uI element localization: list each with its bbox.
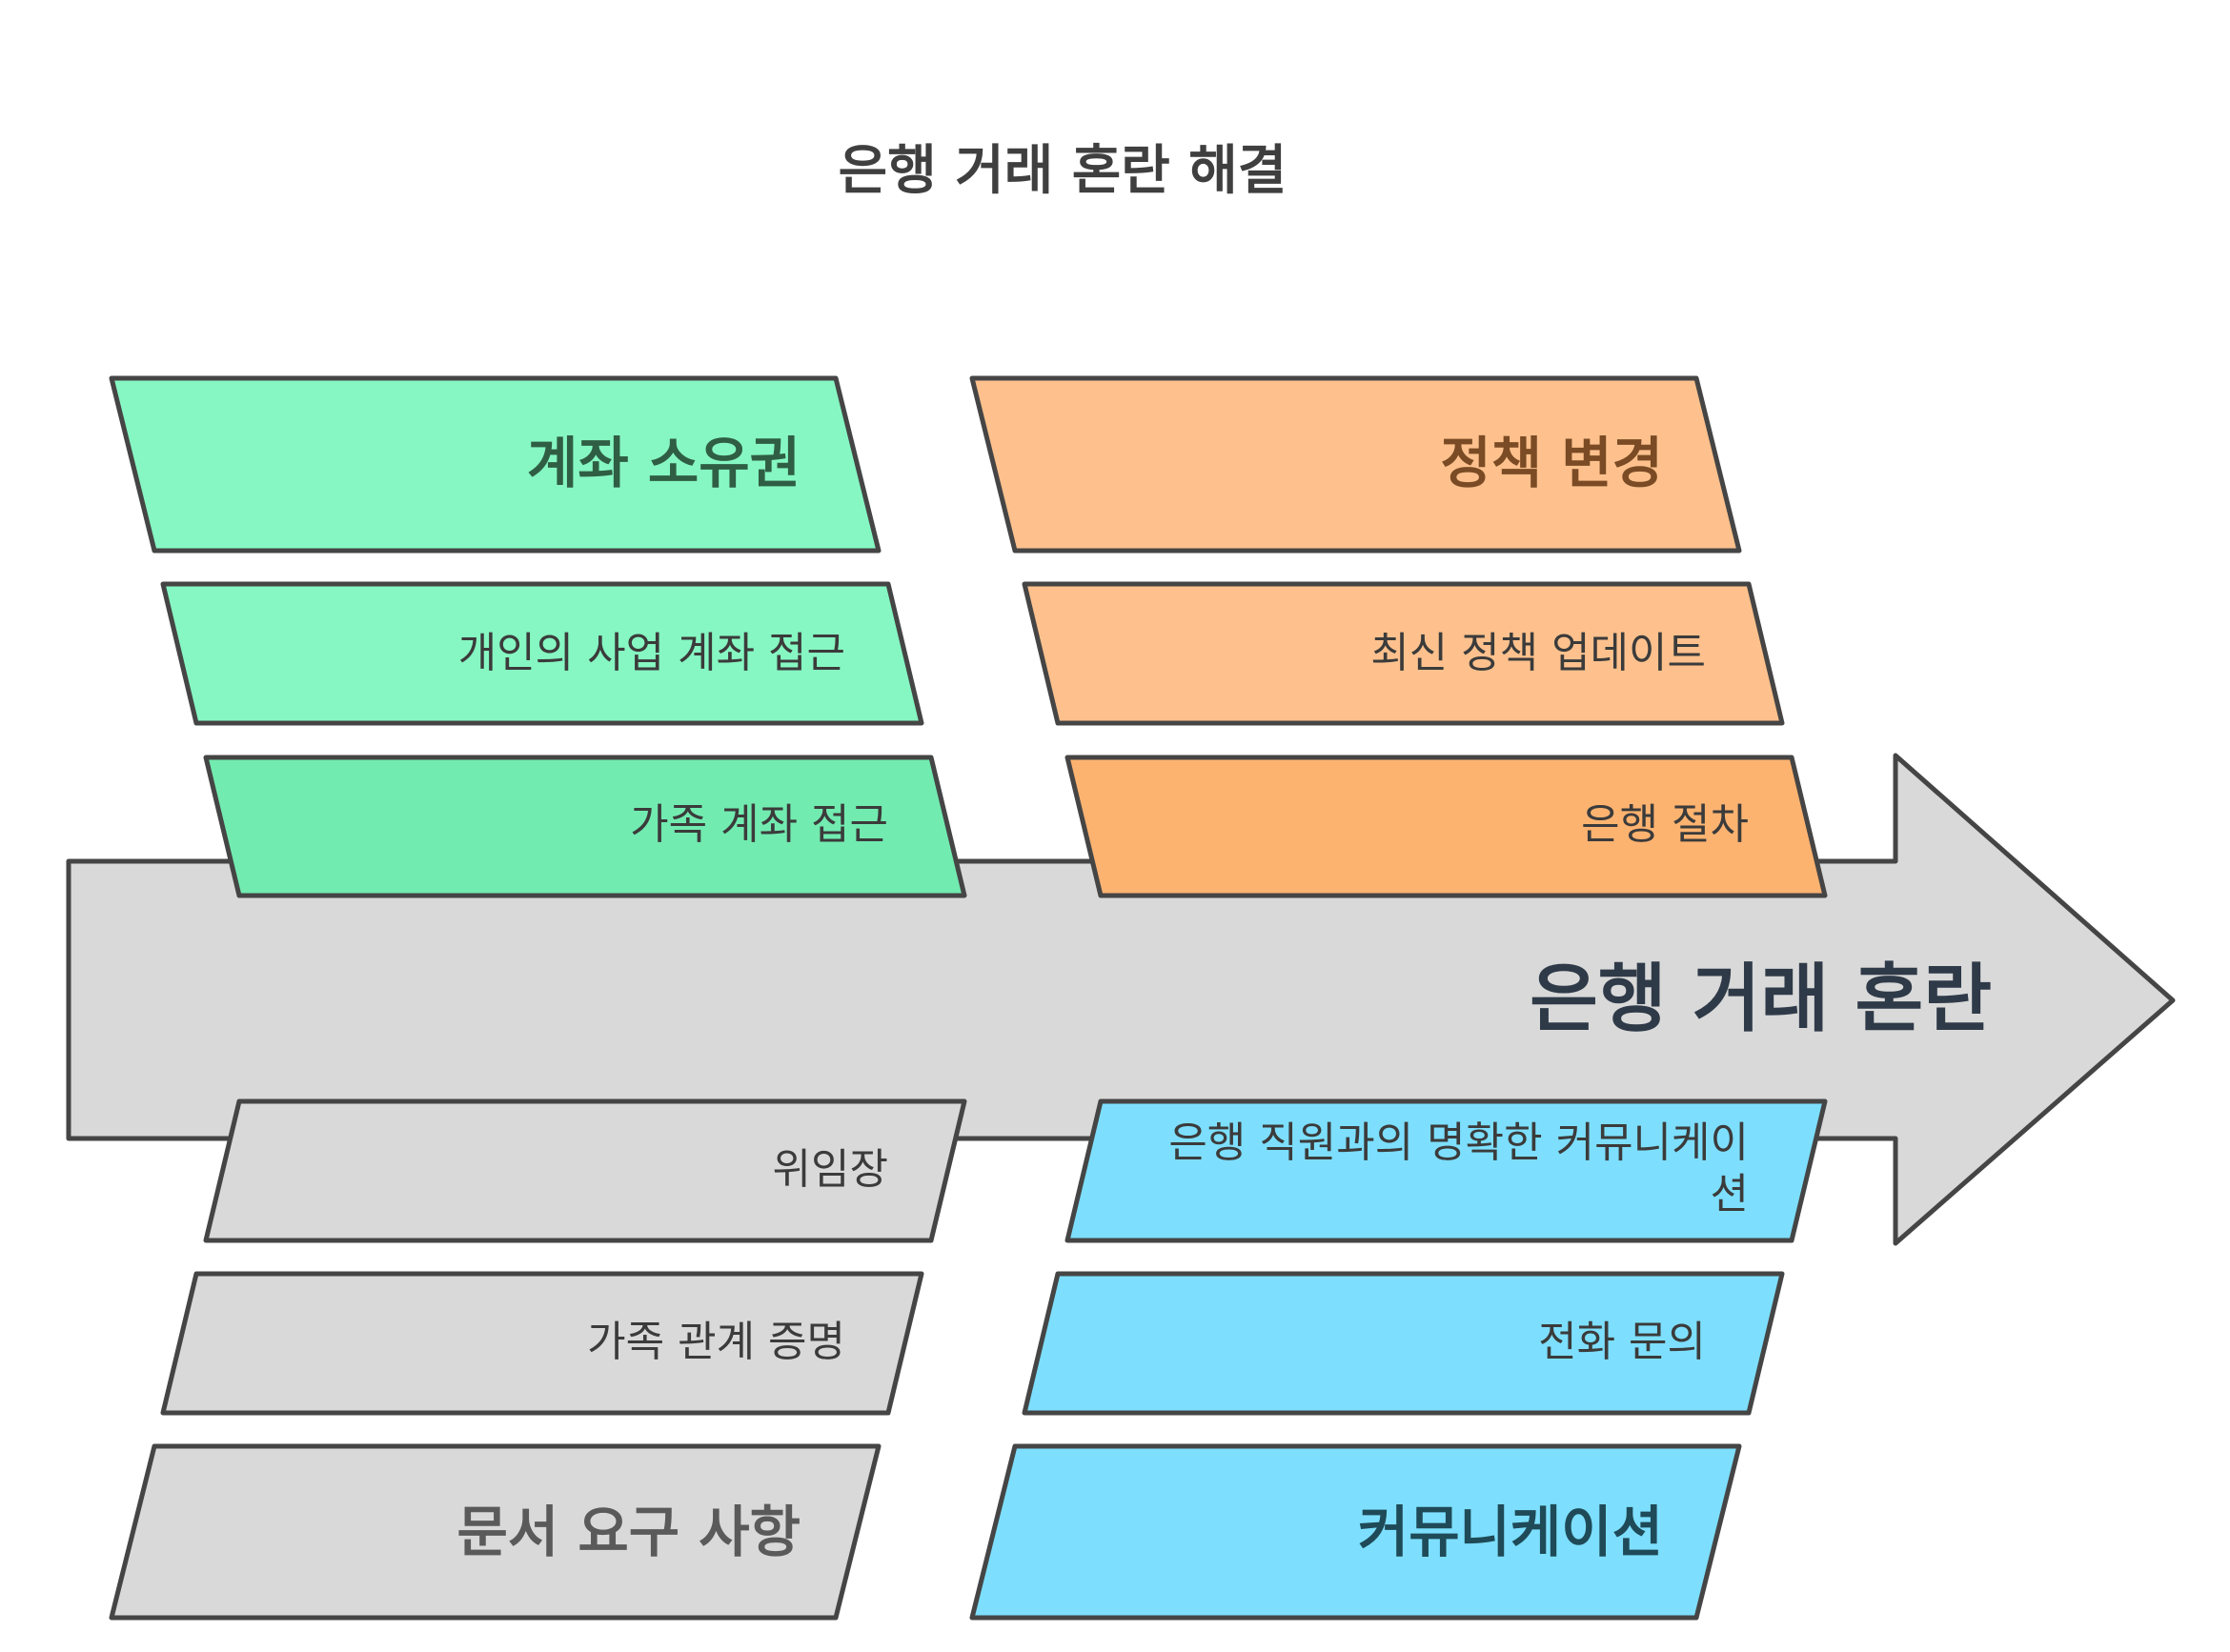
category-account-ownership: 계좌 소유권 개인의 사업 계좌 접근 가족 계좌 접근 — [109, 375, 967, 898]
category-communication: 은행 직원과의 명확한 커뮤니케이 션 전화 문의 커뮤니케이션 — [969, 1098, 1828, 1621]
account-item-label-2: 가족 계좌 접근 — [630, 800, 888, 849]
policy-head-box — [969, 375, 1742, 554]
category-document-requirements: 위임장 가족 관계 증명 문서 요구 사항 — [109, 1098, 967, 1621]
policy-item-label-1: 최신 정책 업데이트 — [1370, 629, 1706, 677]
policy-item-box-1 — [1022, 581, 1785, 726]
account-head-box — [109, 375, 882, 554]
documents-head-label: 문서 요구 사항 — [456, 1500, 801, 1564]
documents-item-label-2: 가족 관계 증명 — [587, 1318, 845, 1366]
spine-label: 은행 거래 혼란 — [1530, 957, 1992, 1042]
account-item-box-2 — [203, 755, 967, 898]
category-policy-change: 정책 변경 최신 정책 업데이트 은행 절차 — [969, 375, 1828, 898]
account-item-box-1 — [160, 581, 924, 726]
documents-item-box-1 — [203, 1098, 967, 1243]
communication-item-box-1 — [1064, 1098, 1828, 1243]
account-head-label: 계좌 소유권 — [527, 431, 801, 495]
documents-item-label-1: 위임장 — [773, 1145, 888, 1194]
communication-item-label-1a: 은행 직원과의 명확한 커뮤니케이 — [1168, 1118, 1749, 1167]
policy-head-label: 정책 변경 — [1440, 431, 1663, 495]
communication-item-label-1b: 션 — [1711, 1170, 1749, 1219]
communication-head-label: 커뮤니케이션 — [1358, 1500, 1663, 1564]
documents-item-box-2 — [160, 1271, 924, 1416]
communication-item-box-2 — [1022, 1271, 1785, 1416]
diagram-title: 은행 거래 혼란 해결 — [839, 140, 1287, 202]
policy-item-label-2: 은행 절차 — [1581, 800, 1749, 849]
communication-item-label-2: 전화 문의 — [1538, 1318, 1706, 1366]
policy-item-box-2 — [1064, 755, 1828, 898]
account-item-label-1: 개인의 사업 계좌 접근 — [458, 629, 845, 677]
documents-head-box — [109, 1443, 882, 1621]
communication-head-box — [969, 1443, 1742, 1621]
